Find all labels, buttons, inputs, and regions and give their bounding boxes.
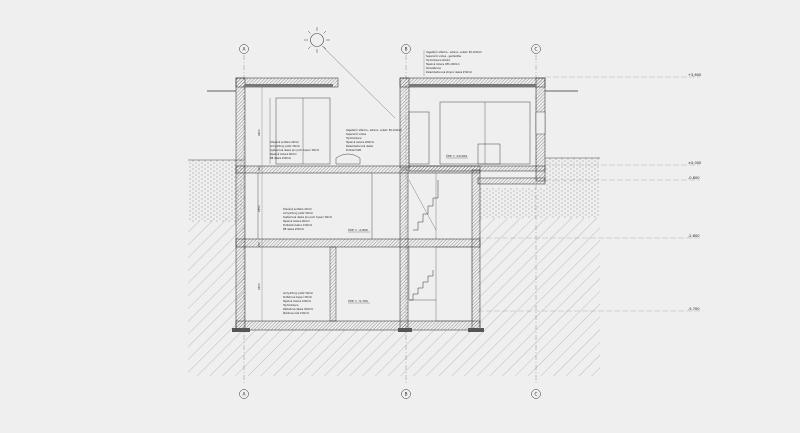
axis-c-bottom: C [531, 389, 541, 399]
svg-text:Podlahové topení 30mm: Podlahové topení 30mm [283, 296, 313, 299]
axis-b-top: B [401, 44, 411, 54]
topsoil-right [545, 158, 600, 188]
wall-left [235, 77, 246, 331]
floor-mark-basement: ČPP = -5,700 [348, 298, 368, 303]
note-roof: Vegetační střecha - extenz., substr. 80-… [423, 50, 483, 76]
svg-text:Vegetační střecha - extenz., s: Vegetační střecha - extenz., substr. 80-… [346, 129, 403, 132]
roof-green-left [245, 84, 333, 87]
level-lower-label: -2,800 [688, 234, 700, 238]
footing-right [468, 328, 484, 332]
roof-green-right [409, 84, 536, 87]
svg-text:B: B [405, 392, 408, 397]
dim-upper-slab: 300 [257, 166, 261, 171]
wall-center-upper [399, 77, 410, 169]
svg-text:C: C [535, 47, 538, 52]
svg-text:Anhydritový potěr 50mm: Anhydritový potěr 50mm [283, 212, 314, 215]
svg-text:Dřevěná podlaha 20mm: Dřevěná podlaha 20mm [283, 208, 313, 211]
dim-lower-height: 2600 [257, 283, 261, 290]
svg-text:A: A [243, 392, 246, 397]
svg-text:Tepelná izolace 200mm: Tepelná izolace 200mm [346, 141, 375, 144]
floor-marks: ČPP = ±0,000 ČPP = -2,800 ČPP = -5,700 [348, 153, 468, 304]
door-upper [408, 111, 430, 165]
svg-text:A: A [243, 47, 246, 52]
level-basement-label: -5,700 [688, 307, 700, 311]
terrain [188, 157, 600, 376]
svg-text:Anhydritový potěr 50mm: Anhydritový potěr 50mm [270, 145, 301, 148]
staircase [408, 173, 439, 301]
sun-ray [321, 45, 396, 119]
interior-elements [257, 97, 546, 322]
axis-a-bottom: A [239, 389, 249, 399]
svg-text:Tepelná izolace 60mm: Tepelná izolace 60mm [283, 220, 310, 223]
level-lines [478, 76, 700, 312]
basement-partition [329, 246, 337, 322]
note-terrace: Vegetační střecha - extenz., substr. 80-… [346, 129, 403, 152]
svg-text:Vegetační střecha - extenz., s: Vegetační střecha - extenz., substr. 80-… [426, 51, 483, 54]
svg-text:Základová deska 300mm: Základová deska 300mm [283, 308, 314, 311]
terrace-slab [477, 177, 546, 185]
basement-slab [235, 320, 481, 331]
svg-text:Separační vrstva - geotextílie: Separační vrstva - geotextílie [426, 55, 462, 58]
ground-floor-slab-right [408, 165, 546, 172]
dim-middle-slab: 250 [257, 242, 261, 247]
axis-b-bottom: B [401, 389, 411, 399]
svg-text:Separační vrstva: Separační vrstva [346, 133, 367, 136]
level-ground-label: ±0,000 [688, 161, 702, 165]
axis-a-top: A [239, 44, 249, 54]
svg-text:ŽB deska 250mm: ŽB deska 250mm [283, 228, 305, 231]
dim-upper-height: 2900 [257, 129, 261, 136]
svg-text:Hydroizolace: Hydroizolace [346, 137, 362, 140]
lower-floor-slab [235, 238, 481, 248]
sofa-upper [335, 153, 361, 165]
topsoil-left [188, 160, 244, 222]
note-lower-floor: Dřevěná podlaha 20mm Anhydritový potěr 5… [283, 208, 333, 231]
topsoil-right-lower [478, 188, 600, 218]
svg-text:Dřevěná podlaha 20mm: Dřevěná podlaha 20mm [270, 141, 300, 144]
note-basement-floor: Anhydritový potěr 50mm Podlahové topení … [283, 292, 314, 315]
earth-hatch-area [188, 217, 244, 376]
earth-hatch-area-right [478, 218, 600, 376]
dimension-strings: 2900 300 2450 250 2600 [257, 87, 263, 321]
basement-room-right [435, 246, 473, 322]
earth-hatch-area-center [244, 330, 478, 376]
svg-text:Parozábrana: Parozábrana [426, 67, 441, 70]
floor-mark-ground: ČPP = ±0,000 [446, 153, 467, 158]
counter-upper [477, 143, 501, 165]
svg-text:Štěrkové lože 150mm: Štěrkové lože 150mm [283, 312, 310, 315]
dim-middle-height: 2450 [257, 205, 261, 212]
level-roof-label: +3,600 [688, 73, 702, 77]
opening-right [535, 111, 546, 135]
floor-mark-lower: ČPP = -2,800 [348, 227, 368, 232]
axis-bubbles: A B C A B C [239, 44, 541, 399]
svg-text:Hydroizolace: Hydroizolace [283, 304, 299, 307]
level-labels: +3,600 ±0,000 -0,800 -2,800 -5,700 [688, 73, 702, 311]
svg-text:Železobetonová deska: Železobetonová deska [346, 145, 374, 148]
svg-text:ŽB deska 250mm: ŽB deska 250mm [270, 157, 292, 160]
wall-lower-right [471, 169, 481, 331]
svg-text:Hydroizolace střešní: Hydroizolace střešní [426, 59, 451, 62]
svg-text:Podkladní beton 150mm: Podkladní beton 150mm [283, 224, 313, 227]
sun-icon [304, 27, 396, 119]
svg-text:B: B [405, 47, 408, 52]
level-terrain-label: -0,800 [688, 176, 700, 180]
axis-c-top: C [531, 44, 541, 54]
footing-center [398, 328, 412, 332]
svg-text:C: C [535, 392, 538, 397]
wall-stair-left [399, 169, 409, 331]
svg-text:Tepelná izolace 60mm: Tepelná izolace 60mm [270, 153, 297, 156]
svg-text:Železobetonová stropní deska 2: Železobetonová stropní deska 250mm [426, 71, 473, 74]
svg-text:Tepelná izolace 100mm: Tepelná izolace 100mm [283, 300, 312, 303]
svg-text:Anhydritový potěr 50mm: Anhydritový potěr 50mm [283, 292, 314, 295]
svg-text:Systémová deska pro podl. tope: Systémová deska pro podl. topení 30mm [283, 216, 333, 219]
svg-text:Systémová deska pro podl. tope: Systémová deska pro podl. topení 30mm [270, 149, 320, 152]
note-ground-floor: Dřevěná podlaha 20mm Anhydritový potěr 5… [270, 141, 320, 160]
footing-left [232, 328, 250, 332]
svg-text:Podhled SDK: Podhled SDK [346, 149, 362, 152]
svg-text:Tepelná izolace XPS 200mm: Tepelná izolace XPS 200mm [426, 63, 460, 66]
